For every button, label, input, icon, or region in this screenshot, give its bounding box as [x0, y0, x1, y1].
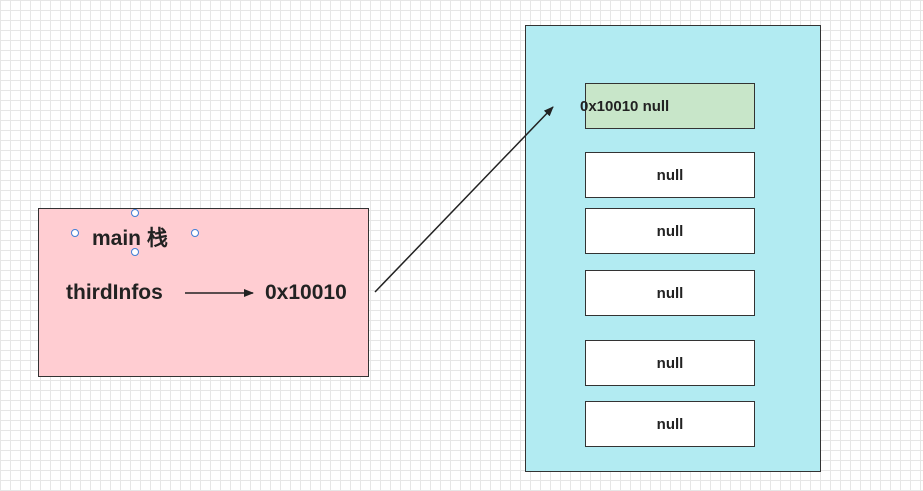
heap-cell-label: null: [656, 166, 684, 184]
selection-handle-left[interactable]: [71, 229, 79, 237]
reference-arrow-heap: [374, 106, 554, 293]
heap-cell-header[interactable]: 0x10010 null: [580, 83, 755, 129]
heap-cell[interactable]: null: [585, 340, 755, 386]
heap-cell-header-label: 0x10010 null: [580, 97, 670, 115]
variable-address: 0x10010: [265, 281, 347, 304]
heap-cell[interactable]: null: [585, 208, 755, 254]
heap-cell[interactable]: null: [585, 152, 755, 198]
heap-cell[interactable]: null: [585, 270, 755, 316]
heap-cell-label: null: [656, 284, 684, 302]
heap-cell-label: null: [656, 222, 684, 240]
selection-handle-bottom[interactable]: [131, 248, 139, 256]
selection-handle-top[interactable]: [131, 209, 139, 217]
stack-title[interactable]: main 栈: [92, 227, 168, 250]
heap-cell-label: null: [656, 354, 684, 372]
heap-cell-label: null: [656, 415, 684, 433]
variable-name: thirdInfos: [66, 281, 163, 304]
heap-cell[interactable]: null: [585, 401, 755, 447]
selection-handle-right[interactable]: [191, 229, 199, 237]
